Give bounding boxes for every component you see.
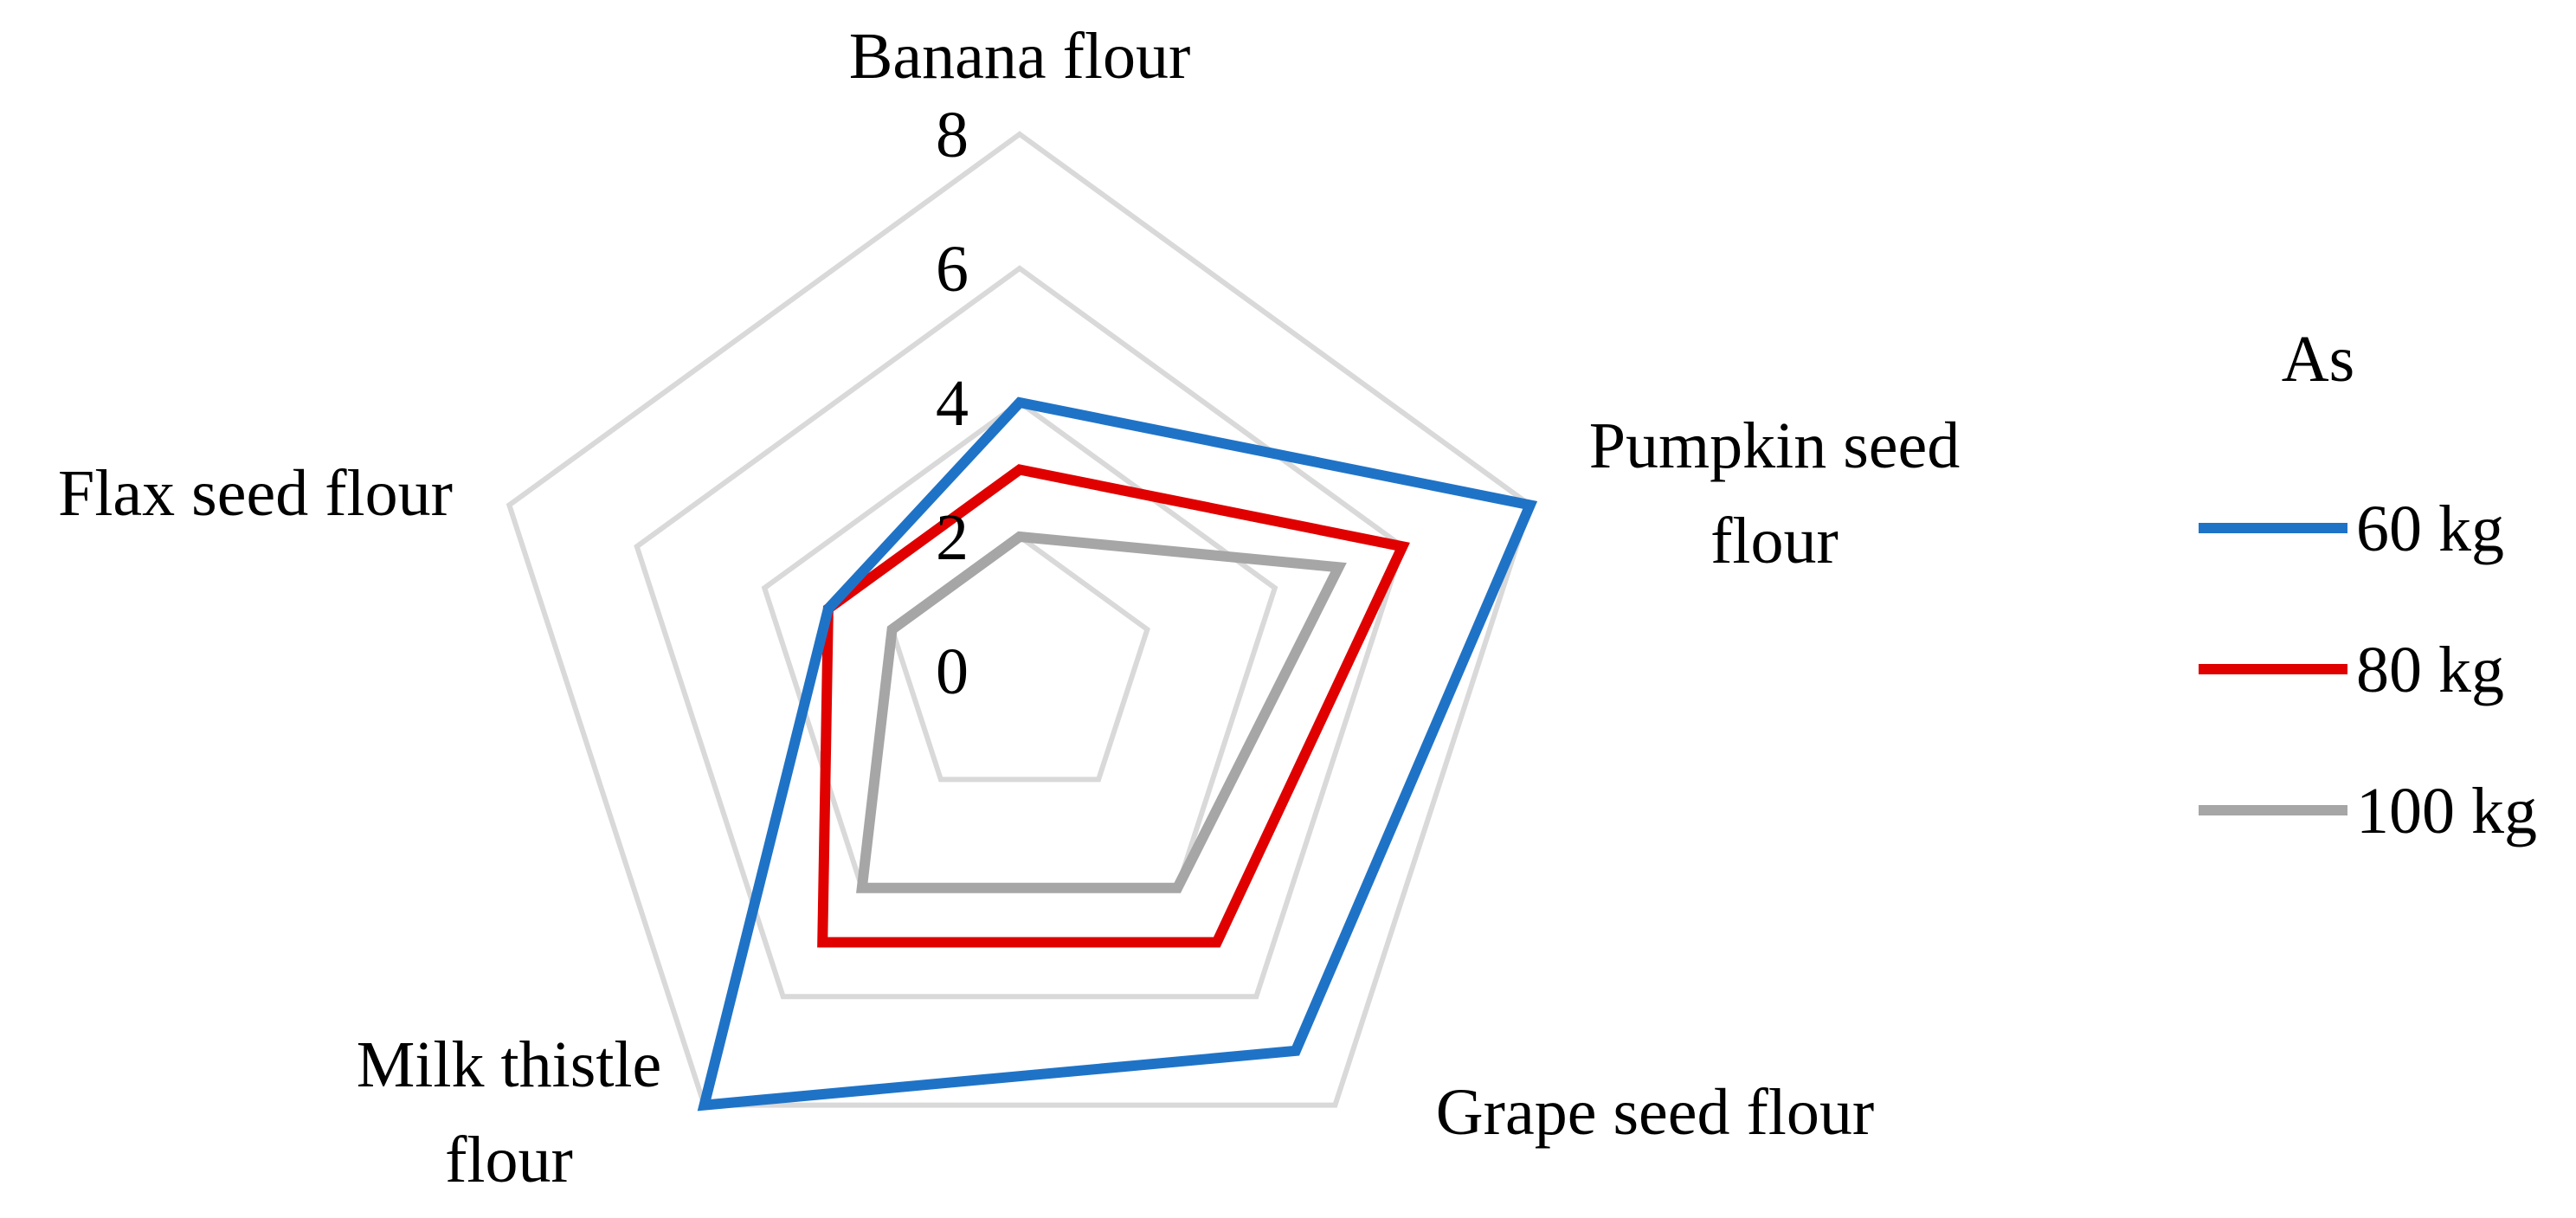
category-label-2: Grape seed flour	[1436, 1076, 1874, 1149]
tick-layer: 0 2 4 6 8	[936, 99, 969, 708]
category-label-0: Banana flour	[849, 20, 1191, 93]
series-line-1	[817, 464, 1410, 948]
tick-label-0: 0	[936, 635, 969, 708]
category-label-1-line-0: Pumpkin seed	[1589, 409, 1961, 482]
series-layer	[697, 396, 1538, 1112]
grid-layer	[506, 131, 1534, 1108]
tick-label-2: 2	[936, 501, 969, 574]
legend-label-1: 80 kg	[2356, 634, 2504, 706]
tick-label-6: 6	[936, 233, 969, 306]
category-label-3-line-0: Milk thistle	[357, 1028, 662, 1101]
tick-label-4: 4	[936, 367, 969, 440]
legend-label-0: 60 kg	[2356, 493, 2504, 565]
series-line-2	[856, 531, 1347, 893]
category-label-3-line-1: flour	[445, 1124, 573, 1196]
tick-label-8: 8	[936, 99, 969, 171]
series-line-0	[697, 396, 1538, 1112]
category-label-4: Flax seed flour	[58, 457, 453, 530]
legend: As 60 kg 80 kg 100 kg	[2199, 323, 2537, 847]
grid-ring-8	[506, 131, 1534, 1108]
legend-title: As	[2282, 323, 2354, 396]
legend-label-2: 100 kg	[2356, 775, 2537, 847]
grid-ring-6	[634, 265, 1406, 1000]
category-label-1-line-1: flour	[1710, 505, 1839, 577]
grid-ring-2	[889, 533, 1150, 783]
